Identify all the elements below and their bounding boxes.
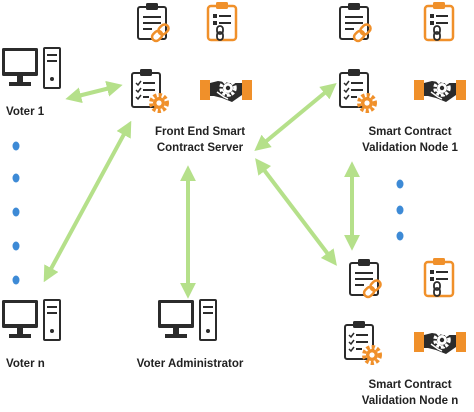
arrow-frontend-validationn: [255, 158, 337, 266]
validation1-contract-link-icon: [338, 1, 374, 44]
voter-administrator-computer-icon: [157, 299, 217, 341]
validation-node-n-label-line1: Smart Contract: [368, 379, 452, 391]
connection-arrows: [43, 80, 360, 299]
voter-1-label: Voter 1: [6, 106, 45, 118]
validation-node-1-label-line1: Smart Contract: [368, 126, 452, 138]
frontend-checklist-gear-icon: [130, 67, 169, 113]
voter-n-computer-icon: [1, 299, 61, 341]
front-end-label-line1: Front End Smart: [154, 126, 246, 138]
voters-ellipsis: [12, 141, 20, 285]
validation1-orange-contract-icon: [423, 0, 455, 42]
validation-nodes-ellipsis: [396, 179, 404, 241]
validationn-contract-link-icon: [348, 257, 384, 300]
frontend-orange-contract-icon: [206, 0, 238, 42]
validationn-checklist-gear-icon: [343, 319, 382, 365]
arrow-votern-frontend: [43, 120, 132, 283]
voter-n-label: Voter n: [6, 358, 45, 370]
front-end-label-line2: Contract Server: [156, 142, 244, 154]
validationn-orange-contract-icon: [423, 256, 455, 298]
validation1-handshake-gear-icon: [412, 78, 468, 104]
frontend-handshake-gear-icon: [198, 78, 254, 104]
validation-node-n-label-line2: Validation Node n: [361, 395, 459, 407]
validation-node-n-label: Smart Contract Validation Node n: [350, 377, 470, 409]
arrow-frontend-validation1: [254, 82, 337, 152]
arrow-voter1-frontend: [65, 80, 123, 104]
validation-node-1-label: Smart Contract Validation Node 1: [350, 124, 470, 156]
frontend-contract-link-icon: [136, 1, 172, 44]
validationn-handshake-gear-icon: [412, 330, 468, 356]
voter-administrator-label: Voter Administrator: [136, 358, 244, 370]
validation-node-1-label-line2: Validation Node 1: [362, 142, 458, 154]
front-end-server-label: Front End Smart Contract Server: [140, 124, 260, 156]
voter-1-computer-icon: [1, 47, 61, 89]
validation1-checklist-gear-icon: [338, 67, 377, 113]
